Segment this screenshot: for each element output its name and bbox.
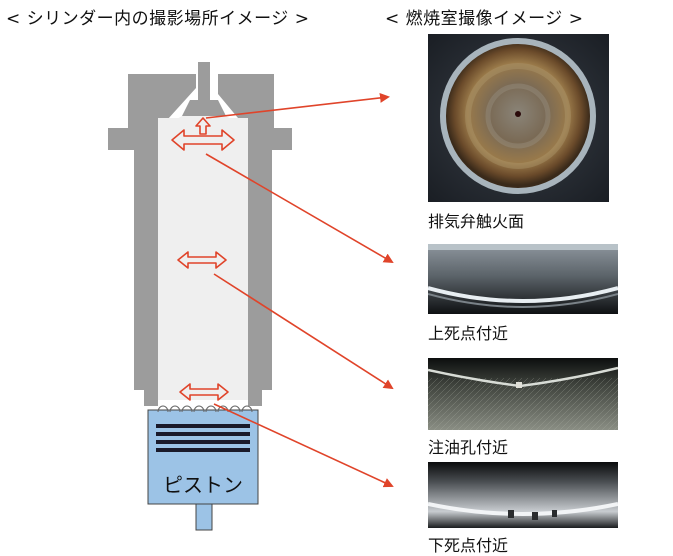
bottom-dead-center-image [428,462,618,528]
caption-bottom-dead-center: 下死点付近 [428,536,509,555]
pointer-arrow-4 [213,403,394,488]
exhaust-valve-image [428,34,609,202]
pointer-arrow-2 [205,153,394,264]
double-arrow-icon [177,251,227,269]
camera-position-markers [171,117,235,401]
caption-exhaust-valve: 排気弁触火面 [428,212,525,231]
cylinder-wall [108,62,292,406]
chamber-heading: < 燃焼室撮像イメージ > [385,9,584,29]
double-arrow-icon [179,383,229,401]
up-arrow-icon [195,117,211,135]
piston-label: ピストン [163,473,243,497]
lubrication-hole-image [428,358,618,430]
cylinder-heading: < シリンダー内の撮影場所イメージ > [6,9,310,29]
caption-lubrication-hole: 注油孔付近 [428,438,509,457]
pointer-arrow-1 [205,92,390,119]
pointer-arrows [205,92,394,488]
pointer-arrow-3 [213,273,394,390]
piston [147,405,259,531]
caption-top-dead-center: 上死点付近 [428,324,509,343]
cylinder-bore [158,118,248,400]
top-dead-center-image [428,244,618,314]
double-arrow-icon [171,129,235,151]
